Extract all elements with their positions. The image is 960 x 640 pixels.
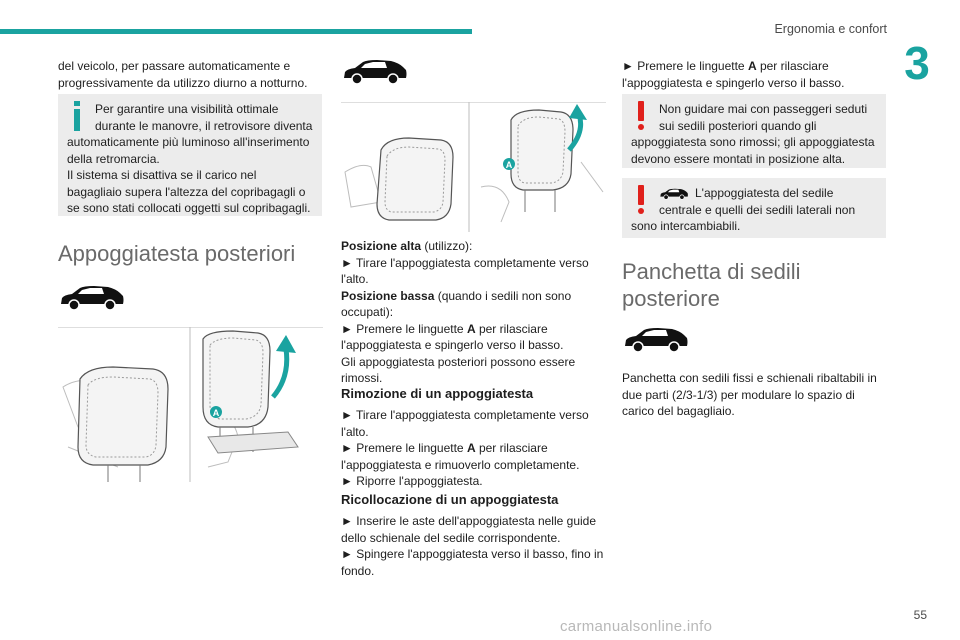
headrest-figure-left: A: [58, 327, 323, 482]
header-accent-bar: [0, 29, 472, 34]
panchetta-body: Panchetta con sedili fissi e schienali r…: [622, 371, 877, 418]
heading-panchetta: Panchetta di sedili posteriore: [622, 259, 801, 311]
intro-paragraph: del veicolo, per passare automaticamente…: [58, 59, 308, 90]
car-suv-icon: [625, 328, 688, 353]
info-note-text: Per garantire una visibilità ottimale du…: [67, 102, 313, 166]
car-suv-icon: [344, 60, 407, 85]
refit-steps: ► Inserire le aste dell'appoggiatesta ne…: [341, 514, 604, 578]
info-note-text-2: Il sistema si disattiva se il carico nel…: [67, 168, 311, 215]
heading-appoggiatesta: Appoggiatesta posteriori: [58, 241, 296, 266]
figure-label-a: A: [506, 160, 513, 170]
warning-note-1: Non guidare mai con passeggeri seduti su…: [622, 94, 886, 168]
step-pull-up: ► Tirare l'appoggiatesta completamente v…: [341, 255, 589, 287]
headrest-figure-right: A: [341, 102, 606, 232]
pos-alta-label: Posizione alta: [341, 239, 422, 253]
heading-rimozione: Rimozione di un appoggiatesta: [341, 386, 534, 401]
pos-bassa-label: Posizione bassa: [341, 288, 435, 303]
col3-step: ► Premere le linguette A per rilasciare …: [622, 59, 845, 90]
info-note: Per garantire una visibilità ottimale du…: [58, 94, 322, 216]
car-suv-icon: [660, 188, 688, 200]
figure-label-a: A: [213, 408, 220, 418]
warning-note-text: Non guidare mai con passeggeri seduti su…: [631, 102, 875, 166]
section-title: Ergonomia e confort: [774, 22, 887, 36]
heading-ricollocazione: Ricollocazione di un appoggiatesta: [341, 492, 559, 507]
warning-icon: [631, 101, 653, 131]
removal-steps: ► Tirare l'appoggiatesta completamente v…: [341, 408, 589, 488]
warning-note-text: L'appoggiatesta del sedile centrale e qu…: [631, 186, 856, 233]
watermark: carmanualsonline.info: [560, 618, 713, 635]
car-suv-icon: [61, 286, 124, 311]
position-high-paragraph: Posizione alta (utilizzo): ► Tirare l'ap…: [341, 239, 589, 386]
warning-note-2: L'appoggiatesta del sedile centrale e qu…: [622, 178, 886, 238]
warning-icon: [631, 185, 653, 215]
chapter-number: 3: [904, 37, 930, 89]
page-number: 55: [913, 608, 927, 622]
removable-note: Gli appoggiatesta posteriori possono ess…: [341, 354, 576, 386]
info-icon: [67, 101, 89, 131]
